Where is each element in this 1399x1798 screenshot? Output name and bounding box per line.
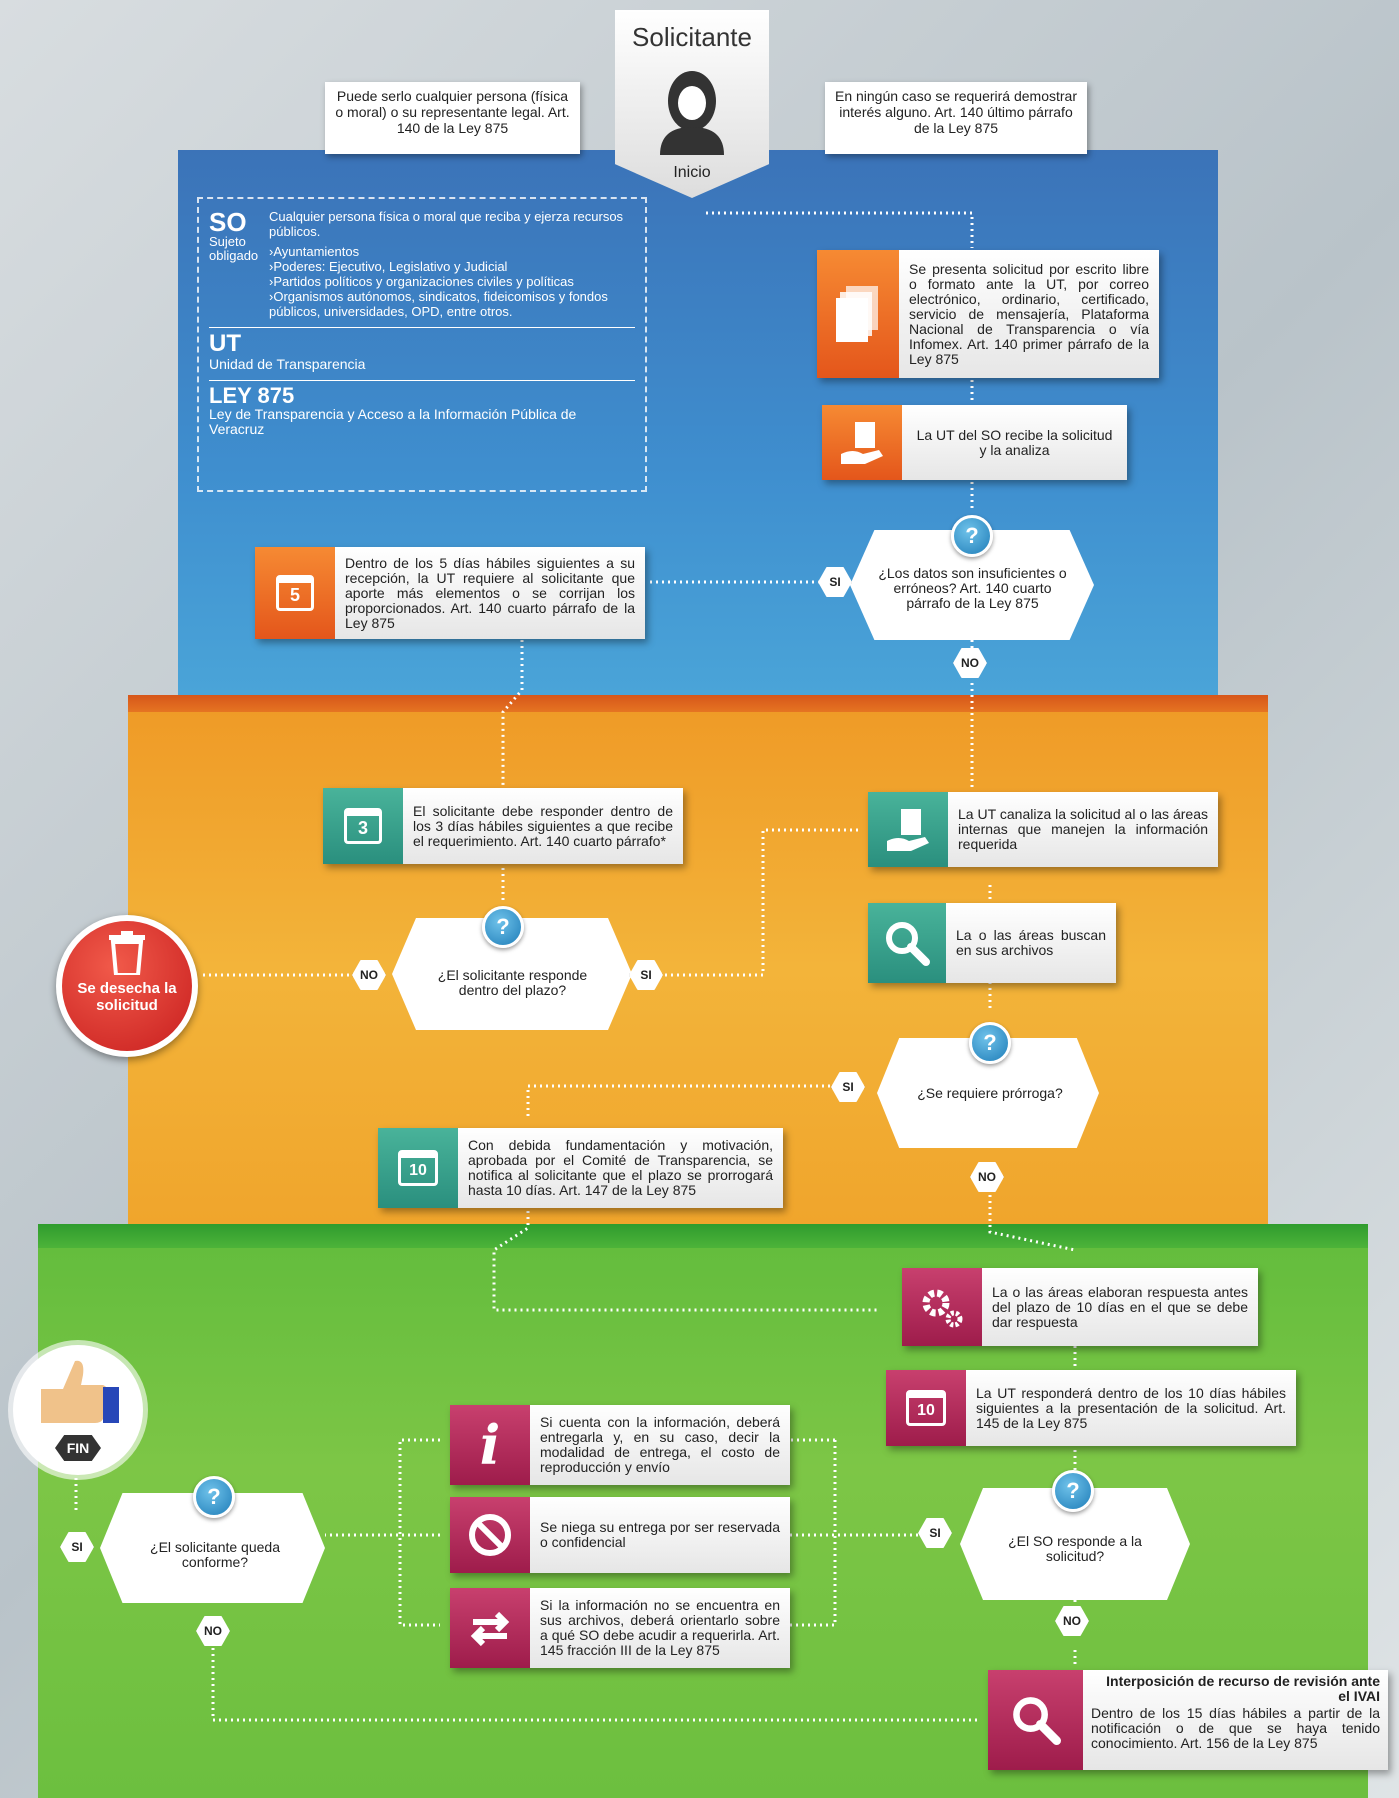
step-elaboran: La o las áreas elaboran respuesta antes … xyxy=(902,1268,1258,1346)
calendar-icon: 5 xyxy=(255,547,335,639)
question-responde-text: ¿El solicitante responde dentro del plaz… xyxy=(437,967,588,998)
question-icon: ? xyxy=(482,906,524,948)
elaboran-text: La o las áreas elaboran respuesta antes … xyxy=(992,1283,1248,1330)
hand-document-icon xyxy=(868,792,948,867)
step-buscan: La o las áreas buscan en sus archivos xyxy=(868,903,1116,983)
step-canaliza: La UT canaliza la solicitud al o las áre… xyxy=(868,792,1218,867)
discard-badge: Se desecha la solicitud xyxy=(56,915,198,1057)
orienta-text: Si la información no se encuentra en sus… xyxy=(540,1597,780,1658)
question-icon: ? xyxy=(951,515,993,557)
glossary: SO Sujeto obligado Cualquier persona fís… xyxy=(197,197,647,492)
so-item: ›Poderes: Ejecutivo, Legislativo y Judic… xyxy=(269,259,508,274)
question-prorroga-text: ¿Se requiere prórroga? xyxy=(917,1085,1063,1101)
calendar-icon: 10 xyxy=(378,1128,458,1208)
hand-document-icon xyxy=(822,405,902,480)
discard-text: Se desecha la solicitud xyxy=(77,980,177,1014)
step-responder-3: 3 El solicitante debe responder dentro d… xyxy=(323,788,683,864)
ut-abbr: UT xyxy=(209,330,241,357)
question-icon: ? xyxy=(193,1476,235,1518)
gears-icon xyxy=(902,1268,982,1346)
step-entrega: i Si cuenta con la información, deberá e… xyxy=(450,1405,790,1485)
niega-text: Se niega su entrega por ser reservada o … xyxy=(540,1519,780,1550)
prohibited-icon xyxy=(450,1497,530,1573)
so-name: Sujeto obligado xyxy=(209,234,259,263)
so-abbr: SO xyxy=(209,207,247,237)
ut-name: Unidad de Transparencia xyxy=(209,356,366,372)
green-panel-top xyxy=(38,1224,1368,1250)
fin-label: FIN xyxy=(55,1435,101,1461)
si-label: SI xyxy=(818,567,852,597)
so-desc: Cualquier persona física o moral que rec… xyxy=(269,209,624,239)
step-presenta: Se presenta solicitud por escrito libre … xyxy=(817,250,1159,378)
step-prorroga: 10 Con debida fundamentación y motivació… xyxy=(378,1128,783,1208)
canaliza-text: La UT canaliza la solicitud al o las áre… xyxy=(958,806,1208,852)
info-icon: i xyxy=(450,1405,530,1485)
trash-icon xyxy=(109,931,145,977)
ley-name: Ley de Transparencia y Acceso a la Infor… xyxy=(209,406,577,437)
step-requiere: 5 Dentro de los 5 días hábiles siguiente… xyxy=(255,547,645,639)
buscan-text: La o las áreas buscan en sus archivos xyxy=(956,927,1106,958)
thumbs-up-icon xyxy=(41,1360,119,1423)
recibe-text: La UT del SO recibe la solicitud y la an… xyxy=(916,426,1113,458)
right-note: En ningún caso se requerirá demostrar in… xyxy=(825,82,1087,154)
step-recurso: Interposición de recurso de revisión ant… xyxy=(988,1670,1388,1770)
search-icon xyxy=(868,903,946,983)
responde10-text: La UT responderá dentro de los 10 días h… xyxy=(976,1384,1286,1431)
documents-icon xyxy=(817,250,899,378)
recurso-title: Interposición de recurso de revisión ant… xyxy=(1106,1673,1380,1704)
orange-panel-top xyxy=(128,695,1268,717)
so-item: ›Ayuntamientos xyxy=(269,244,360,259)
ley-abbr: LEY 875 xyxy=(209,383,295,408)
start-label: Inicio xyxy=(673,164,711,181)
recurso-text: Dentro de los 15 días hábiles a partir d… xyxy=(1091,1705,1380,1751)
responder3-text: El solicitante debe responder dentro de … xyxy=(413,802,673,849)
so-item: ›Partidos políticos y organizaciones civ… xyxy=(269,274,574,289)
question-icon: ? xyxy=(1052,1470,1094,1512)
entrega-text: Si cuenta con la información, deberá ent… xyxy=(540,1414,780,1475)
so-item: ›Organismos autónomos, sindicatos, fidei… xyxy=(269,289,608,319)
step-responde-10: 10 La UT responderá dentro de los 10 día… xyxy=(886,1370,1296,1446)
question-datos-text: ¿Los datos son insuficientes o erróneos?… xyxy=(878,565,1067,611)
no-label: NO xyxy=(953,648,987,678)
calendar-icon: 3 xyxy=(323,788,403,864)
search-icon xyxy=(988,1670,1083,1770)
si-label: SI xyxy=(918,1518,952,1548)
no-label: NO xyxy=(196,1616,230,1646)
step-niega: Se niega su entrega por ser reservada o … xyxy=(450,1497,790,1573)
question-icon: ? xyxy=(969,1022,1011,1064)
step-orienta: Si la información no se encuentra en sus… xyxy=(450,1588,790,1668)
si-label: SI xyxy=(831,1072,865,1102)
solicitante-box: Solicitante Inicio xyxy=(615,10,769,198)
solicitante-title: Solicitante xyxy=(632,22,752,52)
step-recibe: La UT del SO recibe la solicitud y la an… xyxy=(822,405,1127,480)
question-conforme-text: ¿El solicitante queda conforme? xyxy=(150,1539,280,1570)
person-icon xyxy=(660,71,724,155)
left-note: Puede serlo cualquier persona (física o … xyxy=(325,82,580,154)
swap-arrows-icon xyxy=(450,1588,530,1668)
presenta-text: Se presenta solicitud por escrito libre … xyxy=(909,260,1149,367)
fin-badge: FIN xyxy=(8,1340,148,1480)
question-so-text: ¿El SO responde a la solicitud? xyxy=(1008,1533,1142,1564)
calendar-icon: 10 xyxy=(886,1370,966,1446)
si-label: SI xyxy=(629,960,663,990)
requiere-text: Dentro de los 5 días hábiles siguientes … xyxy=(345,554,635,631)
prorroga-text: Con debida fundamentación y motivación, … xyxy=(468,1137,773,1198)
no-label: NO xyxy=(970,1162,1004,1192)
